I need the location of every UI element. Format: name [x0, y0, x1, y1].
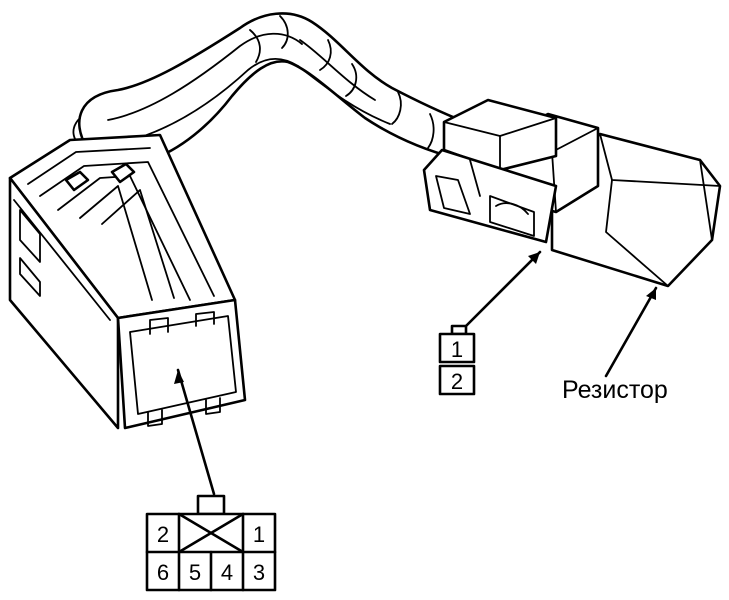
pin-1-label: 1	[451, 337, 463, 362]
resistor-label: Резистор	[562, 376, 668, 404]
arrowhead-resistor	[646, 288, 656, 300]
pin-5-label: 5	[189, 560, 201, 585]
pin-3-label: 3	[253, 560, 265, 585]
arrowhead-large	[174, 370, 184, 384]
large-connector	[8, 133, 247, 430]
pin-4-label: 4	[221, 560, 233, 585]
wire-harness	[72, 12, 467, 162]
pointer-large-connector	[176, 368, 216, 496]
pin-2-label: 2	[451, 369, 463, 394]
pointer-resistor	[604, 286, 658, 378]
resistor-connector	[422, 98, 722, 288]
key-tab-large	[196, 494, 226, 516]
pin-2-large-label: 2	[157, 522, 169, 547]
small-connector-pinout: 1 2	[438, 324, 476, 396]
cross-line-2	[177, 512, 245, 554]
pointer-small-connector	[460, 250, 542, 332]
pin-6-label: 6	[157, 560, 169, 585]
arrowhead-small	[528, 252, 540, 264]
large-connector-pinout: 2 1 6 5 4 3	[145, 494, 277, 592]
pointer-lines	[174, 250, 658, 496]
pin-1-large-label: 1	[253, 522, 265, 547]
